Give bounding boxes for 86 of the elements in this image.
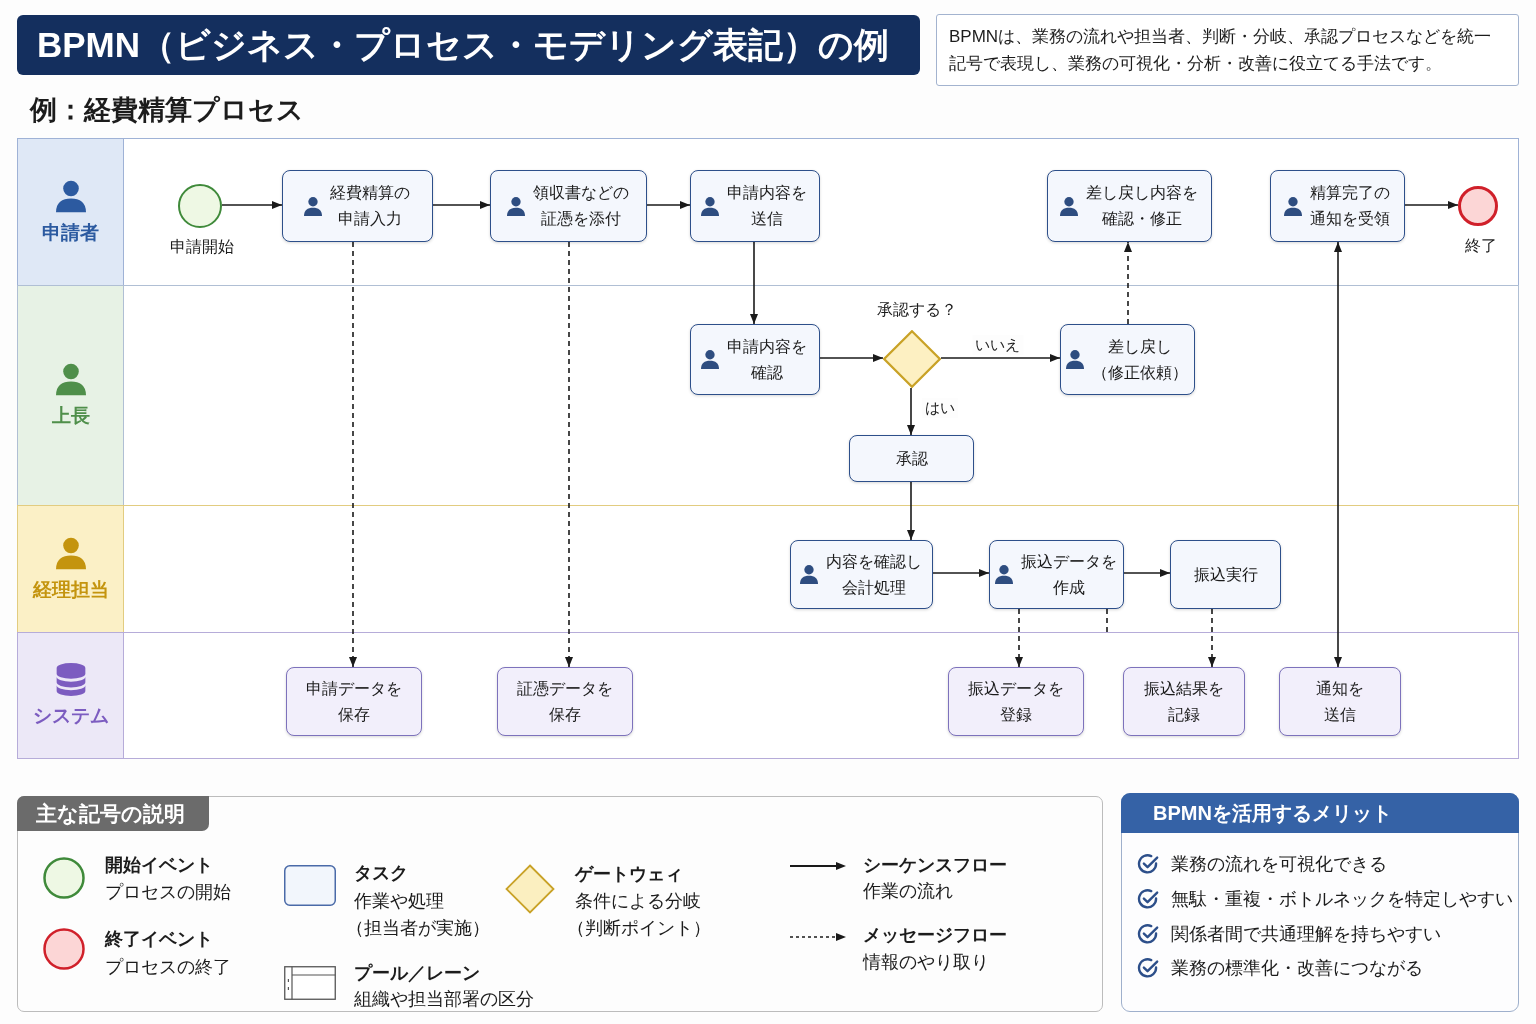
- panel-header: BPMNを活用するメリット: [1121, 793, 1519, 833]
- legend-description: 作業の流れ: [863, 880, 953, 903]
- legend-label: ゲートウェィ: [575, 863, 683, 886]
- task-box: [1123, 667, 1245, 736]
- task-box: [1279, 667, 1401, 736]
- task-box: [1270, 170, 1405, 242]
- node-caption: 承認する？: [877, 300, 957, 320]
- arrow: [1123, 569, 1171, 577]
- task-label: 内容を確認し会計処理: [824, 551, 923, 598]
- task-label: 通知を送信: [1315, 678, 1365, 725]
- node-caption: 終了: [1465, 236, 1497, 256]
- legend-description: 情報のやり取り: [863, 951, 989, 974]
- dashed-arrow: [565, 241, 573, 668]
- dashed-line: [1106, 608, 1108, 633]
- legend-title: 主な記号の説明: [17, 796, 209, 831]
- legend-description: 作業や処理: [354, 890, 444, 913]
- task-box: [690, 324, 820, 395]
- benefit-text: 無駄・重複・ボトルネックを特定しやすい: [1171, 888, 1513, 911]
- legend-description: プロセスの開始: [105, 881, 231, 904]
- swimlane: [17, 285, 1519, 506]
- subtitle: 例：経費精算プロセス: [30, 93, 304, 127]
- task-box: [1060, 324, 1195, 395]
- arrow: [819, 354, 884, 362]
- task-box: [1047, 170, 1212, 242]
- task-box: [690, 170, 820, 242]
- description-box: BPMNは、業務の流れや担当者、判断・分岐、承認プロセスなどを統一記号で表現し、業務の可視化・分析・改善に役立てる手法です。: [936, 14, 1519, 86]
- lane-label: 申請者: [42, 220, 99, 245]
- legend-description: プロセスの終了: [105, 956, 231, 979]
- dashed-arrow: [349, 241, 357, 668]
- legend-label: 開始イベント: [105, 854, 213, 877]
- legend-label: シーケンスフロー: [863, 854, 1007, 877]
- title-bar: BPMN（ビジネス・プロセス・モデリング表記）の例: [17, 15, 920, 75]
- legend-description: （担当者が実施）: [346, 917, 490, 940]
- arrow: [750, 241, 758, 325]
- arrow: [907, 387, 915, 436]
- arrow: [432, 201, 491, 209]
- arrow: [221, 201, 283, 209]
- dashed-arrow: [1208, 608, 1216, 668]
- task-box: [989, 540, 1124, 609]
- task-label: 差し戻し（修正依頼）: [1090, 336, 1189, 383]
- task-box: [497, 667, 633, 736]
- task-box: [490, 170, 647, 242]
- legend-description: 条件による分岐: [575, 890, 701, 913]
- task-box: [790, 540, 933, 609]
- legend-label: プール／レーン: [354, 962, 480, 985]
- task-label: 申請内容を送信: [726, 183, 808, 229]
- task-label: 振込結果を記録: [1143, 678, 1225, 725]
- node-caption: 申請開始: [170, 237, 234, 257]
- lane-label: システム: [32, 704, 109, 728]
- task-label: 証憑データを保存: [516, 678, 614, 725]
- task-label: 差し戻し内容を確認・修正: [1084, 183, 1199, 229]
- arrow: [1404, 201, 1459, 209]
- task-box: [948, 667, 1084, 736]
- task-box: [286, 667, 422, 736]
- swimlane: [17, 505, 1519, 633]
- task-box: [1170, 540, 1281, 609]
- task-label: 振込データを登録: [967, 678, 1065, 725]
- task-label: 振込実行: [1193, 564, 1258, 585]
- arrow: [932, 569, 990, 577]
- task-label: 経費精算の申請入力: [328, 183, 411, 229]
- swimlane: [17, 138, 1519, 286]
- double-arrow: [1334, 241, 1342, 668]
- task-label: 振込データを作成: [1019, 551, 1118, 598]
- arrow: [940, 354, 1061, 362]
- task-label: 承認: [895, 448, 928, 469]
- task-box: [849, 435, 974, 482]
- dashed-arrow: [1124, 241, 1132, 325]
- benefit-text: 関係者間で共通理解を持ちやすい: [1171, 923, 1441, 946]
- legend-description: （判断ポイント）: [567, 917, 711, 940]
- legend-label: タスク: [354, 862, 408, 885]
- benefit-text: 業務の標準化・改善につながる: [1171, 957, 1423, 980]
- lane-label: 上長: [51, 404, 90, 428]
- task-label: 申請データを保存: [305, 678, 403, 725]
- swimlane: [17, 632, 1519, 759]
- legend-label: 終了イベント: [105, 928, 213, 951]
- task-label: 精算完了の通知を受領: [1308, 183, 1391, 229]
- legend-label: メッセージフロー: [863, 924, 1007, 947]
- benefit-text: 業務の流れを可視化できる: [1171, 853, 1387, 876]
- legend-description: 組織や担当部署の区分: [354, 988, 534, 1011]
- task-label: 申請内容を確認: [726, 336, 808, 383]
- lane-label: 経理担当: [32, 577, 109, 602]
- arrow: [646, 201, 691, 209]
- dashed-arrow: [1015, 608, 1023, 668]
- task-box: [282, 170, 433, 242]
- arrow: [907, 481, 915, 541]
- task-label: 領収書などの証憑を添付: [531, 183, 630, 229]
